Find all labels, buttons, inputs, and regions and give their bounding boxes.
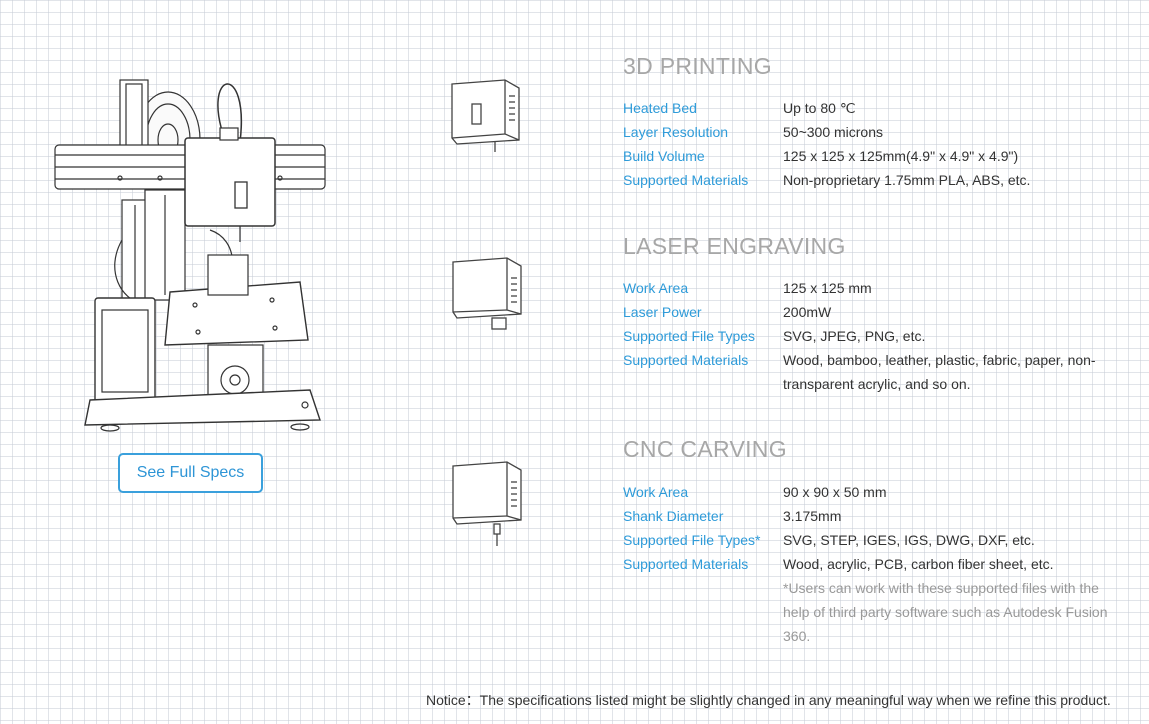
spec-label: Supported Materials xyxy=(623,556,749,572)
spec-label: Supported Materials xyxy=(623,352,749,368)
section-title-laser-engraving: LASER ENGRAVING xyxy=(623,233,846,259)
spec-label: Shank Diameter xyxy=(623,508,724,524)
spec-value: Wood, acrylic, PCB, carbon fiber sheet, … xyxy=(783,556,1054,572)
spec-value: 50~300 microns xyxy=(783,124,884,140)
spec-label: Work Area xyxy=(623,484,689,500)
spec-label: Supported File Types* xyxy=(623,532,761,548)
notice-text: Notice：The specifications listed might b… xyxy=(426,692,1111,708)
spec-label: Supported File Types xyxy=(623,328,756,344)
spec-label: Layer Resolution xyxy=(623,124,729,140)
spec-label: Build Volume xyxy=(623,148,705,164)
spec-label: Work Area xyxy=(623,280,689,296)
spec-value: 3.175mm xyxy=(783,508,842,524)
spec-value: SVG, JPEG, PNG, etc. xyxy=(783,328,926,344)
see-full-specs-button[interactable]: See Full Specs xyxy=(118,453,263,493)
spec-value: Up to 80 ℃ xyxy=(783,100,856,116)
spec-value: Non-proprietary 1.75mm PLA, ABS, etc. xyxy=(783,172,1031,188)
spec-value: 125 x 125 x 125mm(4.9" x 4.9" x 4.9") xyxy=(783,148,1019,164)
spec-label: Laser Power xyxy=(623,304,702,320)
spec-value: 125 x 125 mm xyxy=(783,280,872,296)
spec-label: Heated Bed xyxy=(623,100,697,116)
cnc-module-icon xyxy=(452,461,522,546)
spec-value: Wood, bamboo, leather, plastic, fabric, … xyxy=(783,352,1096,392)
spec-value: 200mW xyxy=(783,304,832,320)
section-title-3d-printing: 3D PRINTING xyxy=(623,53,772,79)
laser-module-icon xyxy=(452,257,522,330)
spec-label: Supported Materials xyxy=(623,172,749,188)
spec-value: SVG, STEP, IGES, IGS, DWG, DXF, etc. xyxy=(783,532,1035,548)
section-title-cnc-carving: CNC CARVING xyxy=(623,436,787,462)
cnc-footnote: *Users can work with these supported fil… xyxy=(783,580,1108,644)
3d-printing-module-icon xyxy=(451,79,520,152)
3d-printer-illustration xyxy=(54,79,326,432)
spec-value: 90 x 90 x 50 mm xyxy=(783,484,887,500)
